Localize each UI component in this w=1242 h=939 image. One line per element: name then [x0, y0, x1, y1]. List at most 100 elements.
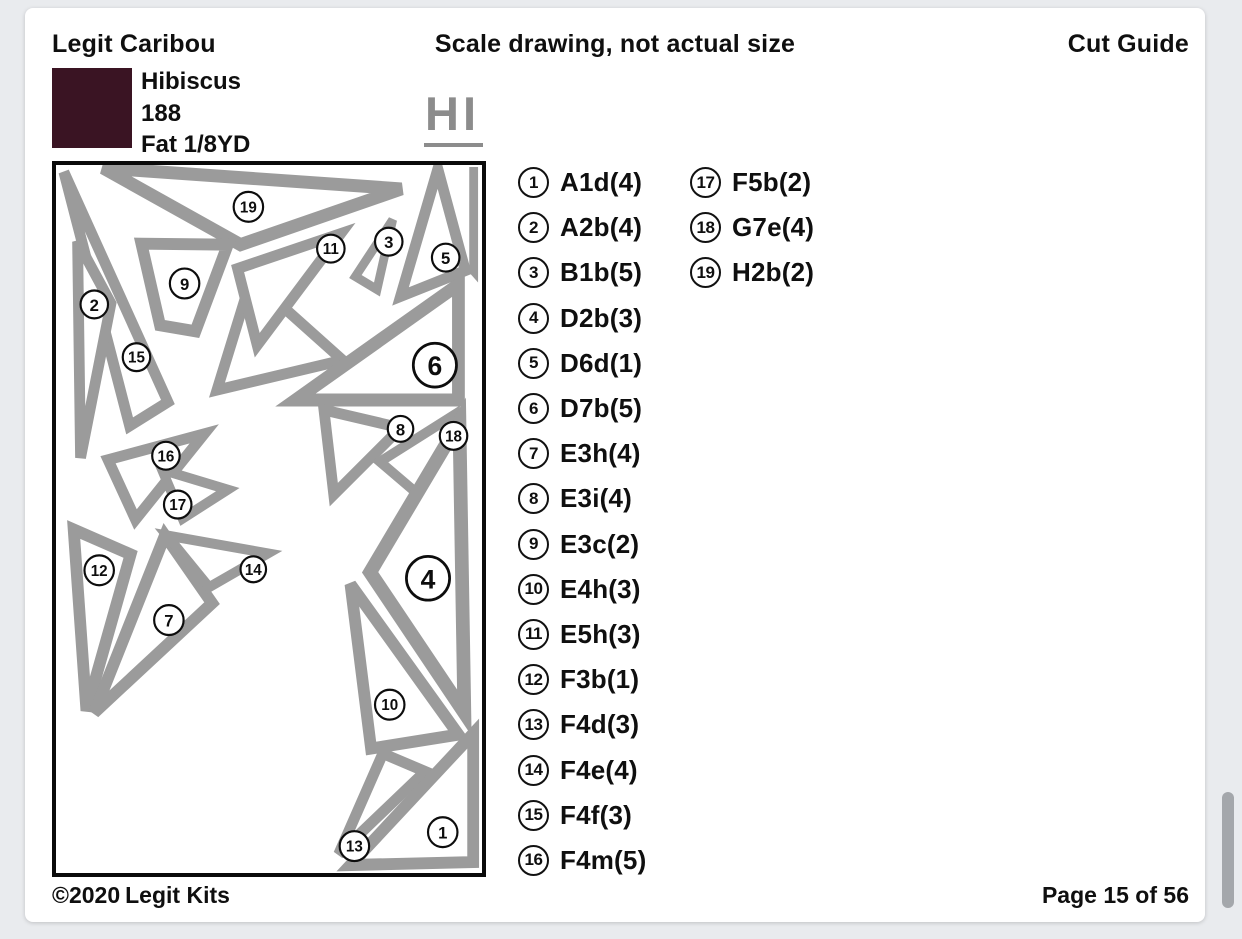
piece-marker: 3 — [373, 226, 404, 257]
legend-piece-label: D7b(5) — [560, 393, 643, 424]
piece-marker: 7 — [153, 604, 185, 637]
piece-marker: 9 — [168, 267, 201, 300]
legend-piece-label: G7e(4) — [732, 212, 815, 243]
piece-marker: 1 — [426, 816, 459, 849]
legend-number-badge: 2 — [518, 212, 549, 244]
piece-marker-number: 15 — [128, 350, 145, 367]
piece-marker-number: 6 — [428, 351, 443, 381]
piece-marker: 19 — [232, 190, 265, 223]
piece-marker-circle — [239, 555, 268, 584]
legend-piece-label: E3i(4) — [560, 483, 633, 514]
legend-piece-label: E4h(3) — [560, 573, 641, 604]
piece-marker-number: 13 — [346, 839, 363, 856]
legend-number-badge: 14 — [518, 754, 549, 786]
piece-marker-circle — [426, 816, 459, 849]
legend-item: 8 E3i(4) — [518, 476, 646, 521]
legend-piece-label: E5h(3) — [560, 618, 641, 649]
legend-number-badge: 18 — [690, 212, 721, 244]
legend-piece-label: E3c(2) — [560, 528, 640, 559]
legend-piece-label: D2b(3) — [560, 302, 643, 333]
piece-marker: 5 — [430, 242, 461, 273]
piece-marker-number: 7 — [164, 611, 173, 630]
footer-left: ©2020 Legit Kits — [52, 882, 230, 909]
legend-piece-label: H2b(2) — [732, 257, 815, 288]
piece-marker: 16 — [151, 440, 181, 471]
scrollbar-thumb[interactable] — [1222, 792, 1234, 908]
piece-marker-circle — [83, 554, 115, 587]
piece-marker-circle — [430, 242, 461, 273]
piece-marker-circle — [121, 342, 152, 373]
piece-marker-number: 19 — [240, 199, 257, 216]
piece-marker-circle — [386, 414, 415, 443]
piece-marker-circle — [373, 688, 406, 721]
piece-marker-number: 11 — [323, 241, 340, 258]
piece-marker: 2 — [79, 289, 110, 320]
piece-marker-number: 14 — [245, 562, 262, 579]
legend-item: 1 A1d(4) — [518, 160, 646, 205]
legend-number-badge: 15 — [518, 799, 549, 831]
legend-piece-label: F3b(1) — [560, 664, 640, 695]
piece-marker-circle — [338, 830, 371, 863]
fabric-piece — [333, 746, 435, 859]
piece-marker-number: 12 — [91, 563, 108, 580]
fabric-color-swatch — [52, 68, 132, 148]
legend-number-badge: 4 — [518, 302, 549, 334]
piece-marker-number: 18 — [445, 428, 462, 445]
page-number: Page 15 of 56 — [1041, 882, 1189, 908]
fabric-piece — [317, 402, 412, 507]
legend-number-badge: 11 — [518, 618, 549, 650]
piece-marker-circle — [438, 420, 469, 451]
fabric-info: Hibiscus 188 Fat 1/8YD — [141, 66, 250, 161]
piece-marker-number: 5 — [441, 249, 450, 268]
piece-marker-number: 3 — [384, 233, 393, 252]
piece-marker: 6 — [411, 341, 458, 389]
piece-marker: 15 — [121, 342, 152, 373]
legend-piece-label: A1d(4) — [560, 167, 643, 198]
piece-marker: 10 — [373, 688, 406, 721]
legend-item: 18 G7e(4) — [690, 205, 814, 250]
legend-piece-label: E3h(4) — [560, 438, 641, 469]
legend-item: 9 E3c(2) — [518, 522, 646, 567]
piece-marker-circle — [79, 289, 110, 320]
legend-number-badge: 5 — [518, 347, 549, 379]
piece-marker-circle — [405, 554, 451, 602]
footer-brand: Legit Kits — [125, 882, 230, 908]
piece-marker: 14 — [239, 555, 268, 584]
scale-note: Scale drawing, not actual size — [434, 30, 796, 58]
legend-number-badge: 16 — [518, 844, 549, 876]
piece-marker: 4 — [405, 554, 451, 602]
piece-marker-circle — [232, 190, 265, 223]
piece-marker-number: 4 — [421, 564, 436, 594]
legend-number-badge: 9 — [518, 528, 549, 560]
fabric-piece — [154, 528, 283, 594]
legend-number-badge: 8 — [518, 483, 549, 515]
legend-number-badge: 1 — [518, 167, 549, 199]
piece-marker-number: 10 — [381, 697, 398, 714]
pattern-title: Legit Caribou — [52, 30, 216, 58]
piece-marker-number: 1 — [438, 824, 447, 843]
piece-marker-circle — [151, 440, 181, 471]
fabric-piece — [392, 165, 472, 306]
legend-piece-label: F4m(5) — [560, 844, 647, 875]
piece-marker-circle — [168, 267, 201, 300]
page-title: Cut Guide — [1067, 30, 1189, 58]
legend-piece-label: F5b(2) — [732, 167, 812, 198]
piece-marker-circle — [153, 604, 185, 637]
legend-number-badge: 13 — [518, 709, 549, 741]
legend-item: 11 E5h(3) — [518, 612, 646, 657]
legend-item: 16 F4m(5) — [518, 838, 646, 883]
